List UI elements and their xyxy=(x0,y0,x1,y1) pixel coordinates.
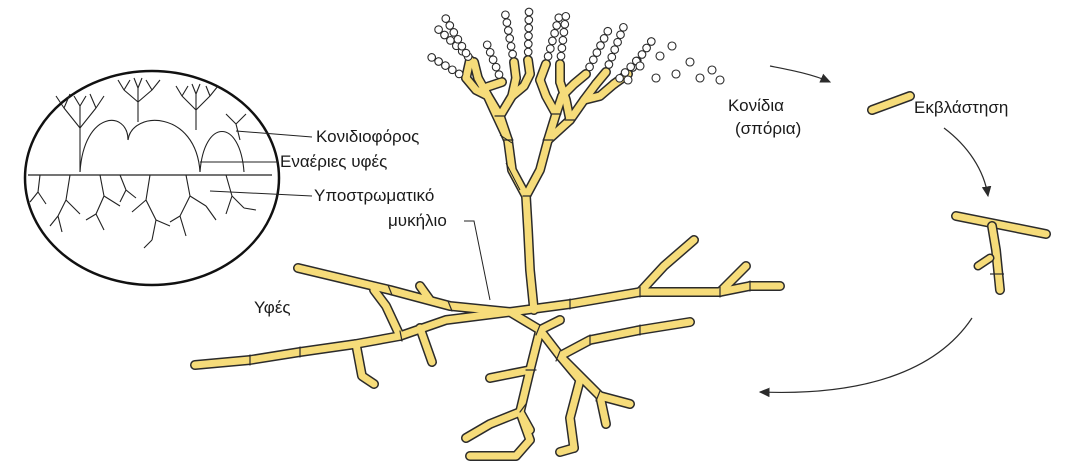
conidium-spore xyxy=(525,40,533,48)
conidium-spore xyxy=(586,63,594,71)
hyphae-outline xyxy=(195,60,780,456)
germinating-spore-2 xyxy=(956,216,1046,290)
conidium-spore xyxy=(557,52,565,60)
conidium-spore xyxy=(551,29,559,37)
conidium-spore xyxy=(489,56,497,64)
conidium-spore xyxy=(506,35,514,43)
conidium-spore xyxy=(525,8,533,16)
conidium-spore xyxy=(559,36,567,44)
conidium-spore xyxy=(454,36,462,44)
conidium-spore xyxy=(562,12,570,20)
conidium-spore xyxy=(507,43,515,51)
conidium-spore xyxy=(509,50,517,58)
conidium-spore xyxy=(502,11,510,19)
conidium-spore xyxy=(458,42,466,50)
conidium-spore xyxy=(597,42,605,50)
label-aerial-hyphae: Εναέριες υφές xyxy=(280,152,387,172)
label-substrate-mycelium-line2: μυκήλιο xyxy=(388,211,447,231)
conidium-spore xyxy=(442,15,450,23)
label-substrate-mycelium-line1: Υποστρωματικό xyxy=(314,186,434,206)
conidium-spore xyxy=(590,56,598,64)
conidium-spore xyxy=(462,49,470,57)
conidium-spore xyxy=(560,28,568,36)
conidium-spore xyxy=(525,24,533,32)
conidium-spore xyxy=(611,46,619,54)
conidium-spore xyxy=(524,48,532,56)
conidium-spore xyxy=(600,35,608,43)
magnified-colony-inset xyxy=(25,71,279,285)
conidium-spore xyxy=(544,53,552,61)
conidium-spore xyxy=(505,27,513,35)
conidium-spore xyxy=(428,54,436,62)
conidium-spore xyxy=(549,37,557,45)
conidium-spore xyxy=(558,44,566,52)
conidium-spore xyxy=(620,24,628,32)
conidium-spore xyxy=(555,14,563,22)
conidium-spore xyxy=(435,26,443,34)
germinating-spore-1 xyxy=(872,96,910,110)
conidium-spore xyxy=(561,21,569,29)
conidium-spore xyxy=(492,63,500,71)
label-conidiophore: Κονιδιοφόρος xyxy=(316,127,419,147)
label-germination: Εκβλάστηση xyxy=(914,98,1008,118)
conidium-spore xyxy=(435,58,443,66)
conidium-spore xyxy=(486,49,494,57)
conidium-spore xyxy=(614,38,622,46)
conidium-spore xyxy=(648,38,656,46)
conidium-spore xyxy=(547,45,555,53)
conidium-spore xyxy=(483,41,491,49)
conidium-spore xyxy=(449,66,457,74)
conidium-spore xyxy=(455,70,463,78)
label-conidia: Κονίδια xyxy=(728,96,784,116)
conidium-spore xyxy=(553,22,561,30)
arrow-conidia-release xyxy=(770,66,830,82)
label-conidia-spores: (σπόρια) xyxy=(735,119,801,139)
conidium-spore xyxy=(605,61,613,69)
conidium-spore xyxy=(503,19,511,27)
conidium-spore xyxy=(617,31,625,39)
arrow-germination xyxy=(944,128,988,196)
main-mycelium xyxy=(195,60,780,456)
label-hyphae: Υφές xyxy=(254,298,291,318)
conidium-spore xyxy=(608,53,616,61)
arrow-return-to-mycelium xyxy=(760,318,972,392)
conidium-spore xyxy=(495,71,503,79)
conidium-spore xyxy=(604,27,612,35)
hyphae-fill xyxy=(195,60,780,456)
conidium-spore xyxy=(525,16,533,24)
conidium-spore xyxy=(593,49,601,57)
loose-conidia xyxy=(624,42,724,84)
conidium-spore xyxy=(446,22,454,30)
conidium-spore xyxy=(525,32,533,40)
conidium-spore xyxy=(450,29,458,37)
conidium-spore xyxy=(442,62,450,70)
